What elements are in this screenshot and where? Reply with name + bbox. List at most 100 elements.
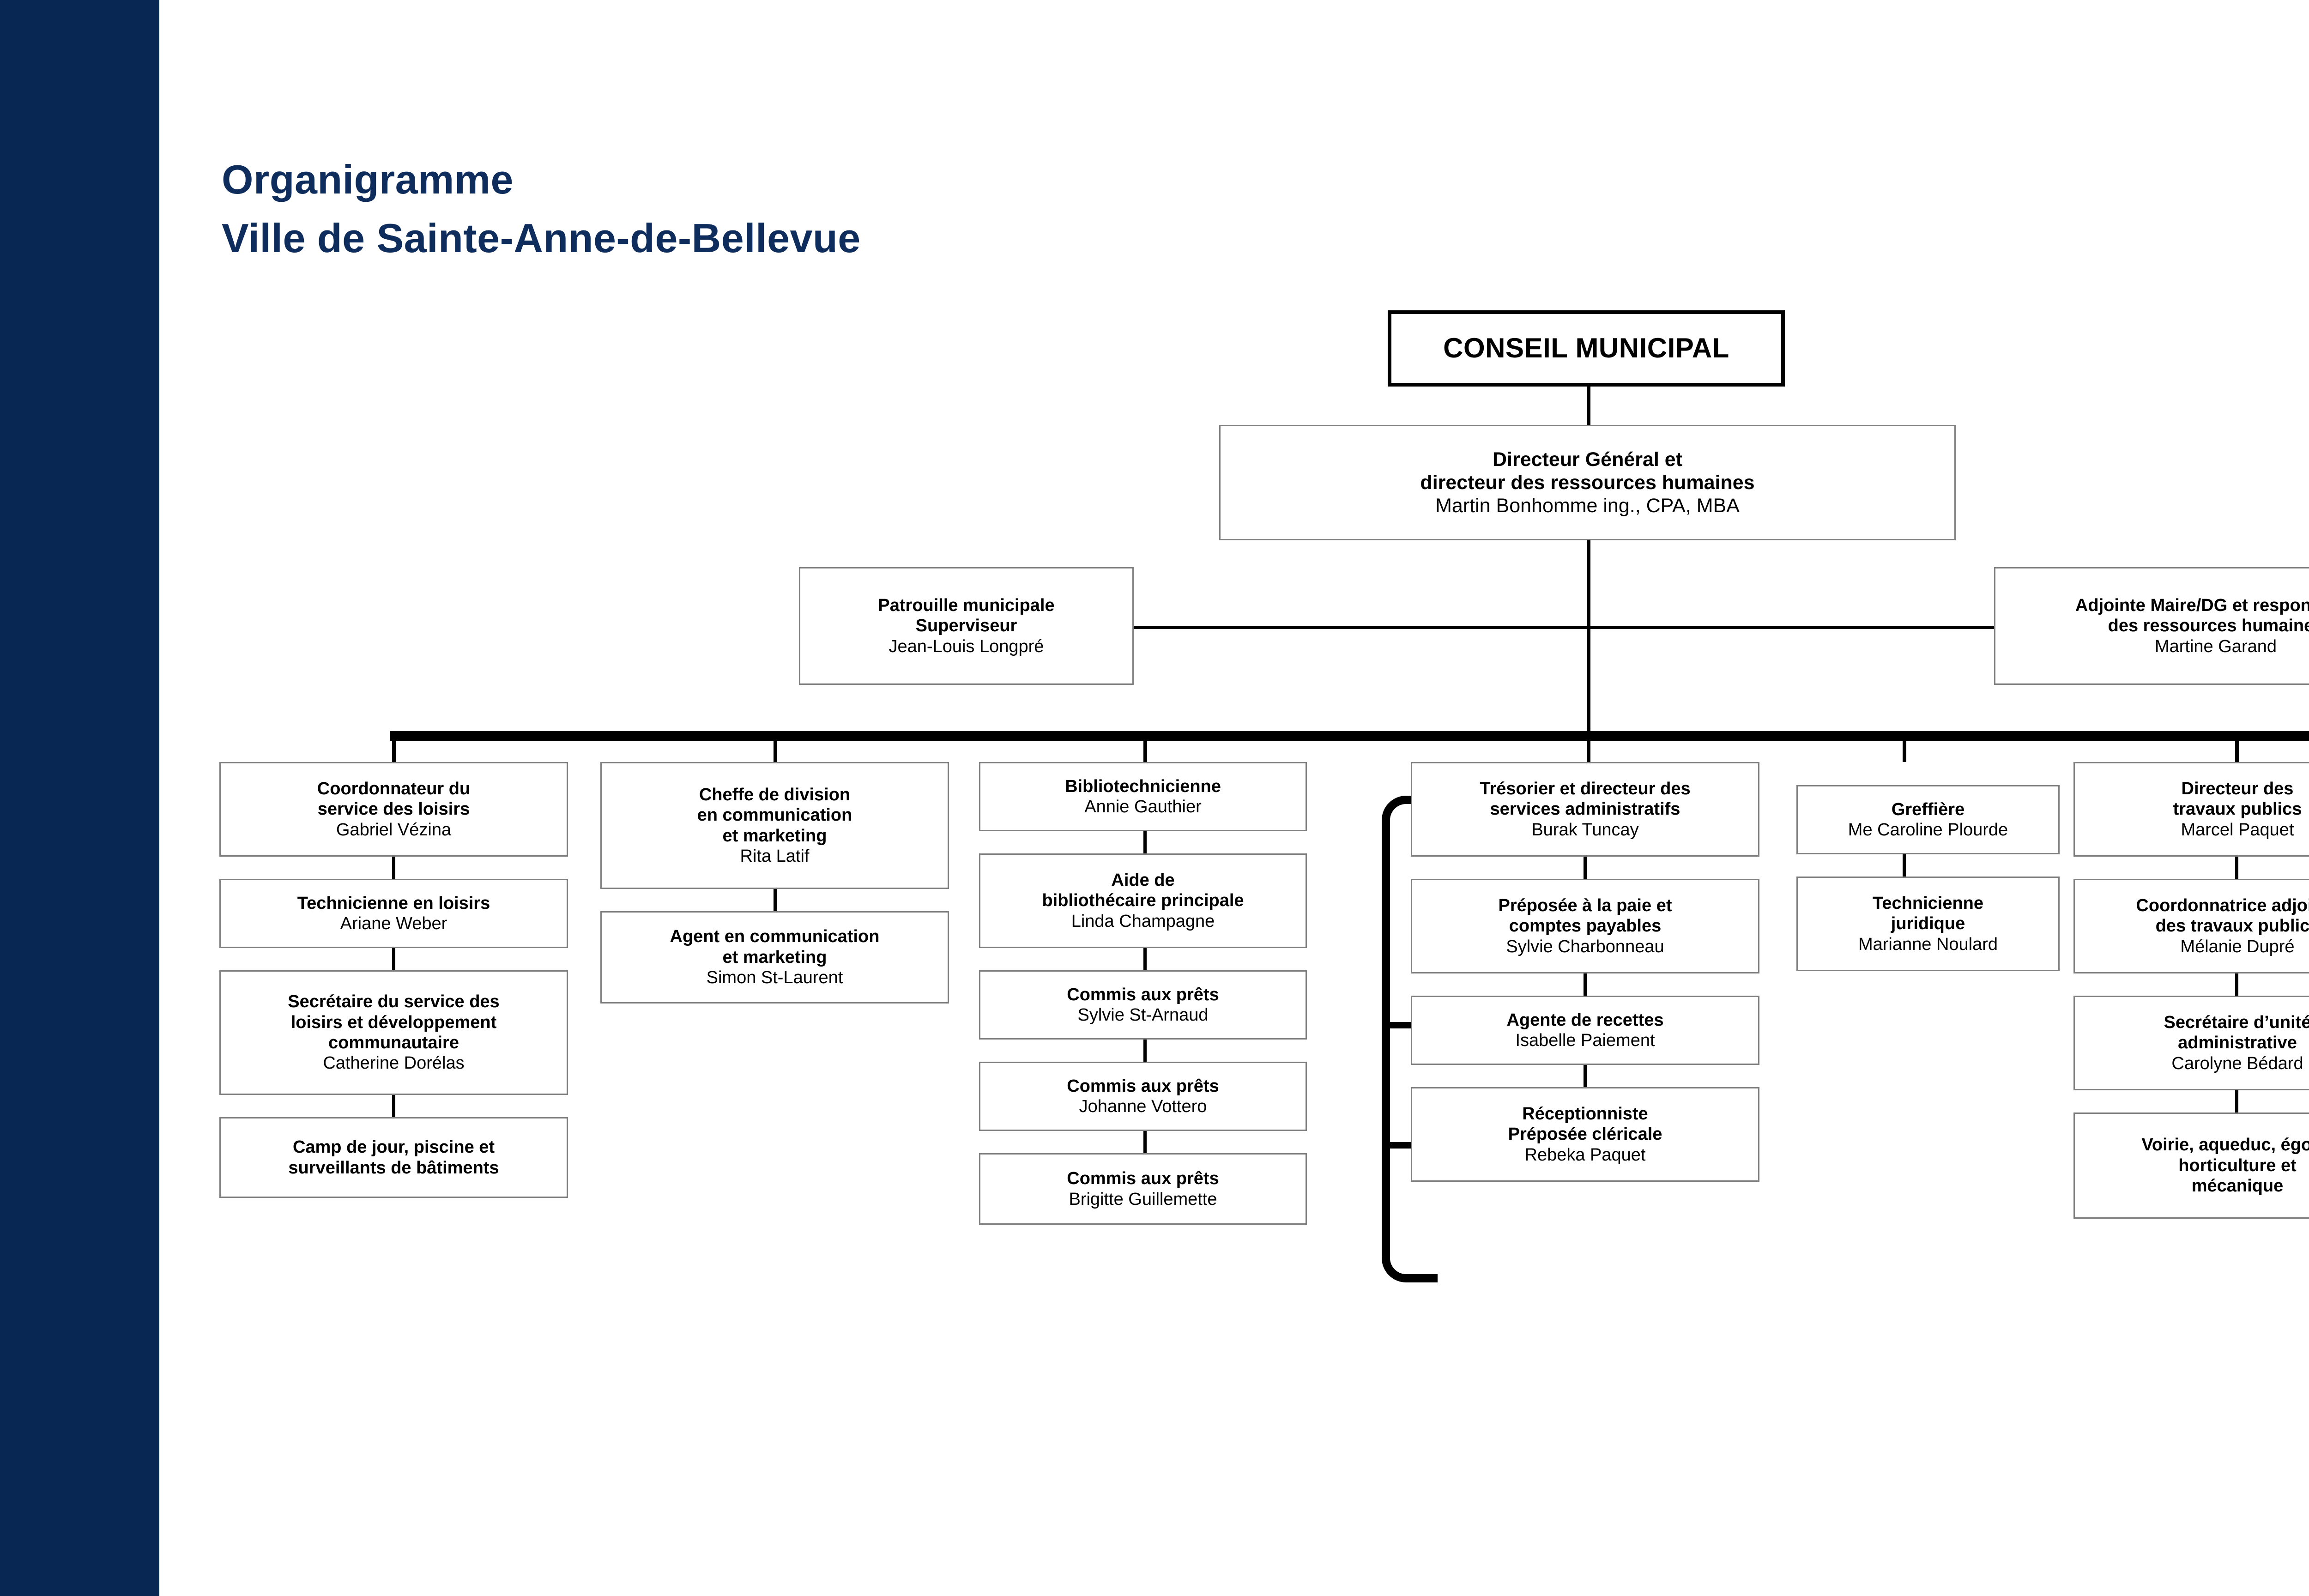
node-coordonnateur-loisirs[interactable]: Coordonnateur du service des loisirs Gab… [219, 762, 568, 857]
node-bibliotechnicienne[interactable]: Bibliotechnicienne Annie Gauthier [979, 762, 1307, 831]
node-title-line1: Agente de recettes [1506, 1010, 1664, 1030]
connector-biblio-3-4 [1143, 1040, 1147, 1062]
node-title-line1: Bibliotechnicienne [1065, 776, 1221, 796]
node-title-line1: Préposée à la paie et [1498, 895, 1672, 915]
node-receptionniste[interactable]: Réceptionniste Préposée cléricale Rebeka… [1411, 1087, 1759, 1182]
node-coordonnatrice-travaux[interactable]: Coordonnatrice adjointe des travaux publ… [2073, 879, 2309, 973]
node-cheffe-division-communication[interactable]: Cheffe de division en communication et m… [600, 762, 949, 889]
node-secretaire-loisirs[interactable]: Secrétaire du service des loisirs et dév… [219, 970, 568, 1095]
node-title-line1: Agent en communication [670, 927, 880, 947]
node-person-name: Rebeka Paquet [1524, 1145, 1646, 1165]
node-title-line2: horticulture et [2178, 1155, 2297, 1175]
connector-biblio-2-3 [1143, 948, 1147, 970]
node-title-line1: Secrétaire d’unité [2164, 1012, 2309, 1032]
node-commis-prets-2[interactable]: Commis aux prêts Johanne Vottero [979, 1062, 1307, 1131]
node-title-line3: et marketing [722, 826, 827, 846]
node-person-name: Marianne Noulard [1858, 934, 1998, 954]
node-person-name: Johanne Vottero [1079, 1097, 1207, 1116]
connector-greffe-1-2 [1903, 854, 1906, 877]
node-title-line1: Greffière [1891, 799, 1965, 819]
node-title-line2: loisirs et développement [290, 1012, 497, 1032]
connector-loisirs-3-4 [392, 1095, 395, 1117]
node-aide-bibliothecaire[interactable]: Aide de bibliothécaire principale Linda … [979, 853, 1307, 948]
node-title-line1: Cheffe de division [699, 785, 851, 804]
node-person-name: Mélanie Dupré [2180, 937, 2295, 956]
node-conseil-municipal[interactable]: CONSEIL MUNICIPAL [1388, 310, 1785, 387]
connector-biblio-4-5 [1143, 1131, 1147, 1153]
node-title-line3: communautaire [328, 1033, 459, 1052]
node-person-name: Brigitte Guillemette [1069, 1189, 1217, 1209]
node-title-line1: Secrétaire du service des [288, 992, 500, 1012]
node-person-name: Ariane Weber [340, 914, 447, 933]
node-preposee-paie[interactable]: Préposée à la paie et comptes payables S… [1411, 879, 1759, 973]
connector-tresorerie-1-2 [1584, 857, 1587, 879]
connector-communication-1-2 [774, 889, 777, 911]
node-title: CONSEIL MUNICIPAL [1443, 332, 1729, 364]
node-technicienne-juridique[interactable]: Technicienne juridique Marianne Noulard [1796, 877, 2060, 971]
node-title-line2: administrative [2178, 1033, 2297, 1053]
node-person-name: Annie Gauthier [1084, 797, 1202, 816]
connector-tresorerie-2-3 [1584, 973, 1587, 996]
connector-biblio-1-2 [1143, 831, 1147, 853]
node-greffiere[interactable]: Greffière Me Caroline Plourde [1796, 785, 2060, 854]
node-person-name: Marcel Paquet [2181, 820, 2294, 840]
node-directeur-general[interactable]: Directeur Général et directeur des resso… [1219, 425, 1956, 540]
node-title-line2: juridique [1891, 914, 1965, 934]
node-person-name: Burak Tuncay [1531, 820, 1639, 840]
node-person-name: Jean-Louis Longpré [889, 636, 1044, 656]
connector-drop-tresorerie [1587, 737, 1590, 762]
connector-travaux-3-4 [2235, 1090, 2238, 1112]
connector-loisirs-2-3 [392, 948, 395, 970]
connector-conseil-to-dg [1587, 384, 1590, 426]
connector-drop-loisirs [392, 737, 396, 762]
node-voirie-aqueduc[interactable]: Voirie, aqueduc, égout, horticulture et … [2073, 1112, 2309, 1219]
connector-drop-bibliotheque [1143, 737, 1147, 762]
node-title-line2: surveillants de bâtiments [288, 1158, 499, 1178]
page-title: Organigramme Ville de Sainte-Anne-de-Bel… [222, 152, 861, 265]
page-title-line1: Organigramme [222, 157, 514, 202]
node-title-line1: Réceptionniste [1522, 1104, 1648, 1124]
node-title-line2: et marketing [722, 947, 827, 967]
node-title-line2: travaux publics [2173, 799, 2302, 819]
connector-dg-to-bus [1587, 540, 1590, 734]
node-title-line2: des ressources humaines [2108, 616, 2309, 636]
node-person-name: Sylvie St-Arnaud [1077, 1005, 1209, 1025]
node-agente-recettes[interactable]: Agente de recettes Isabelle Paiement [1411, 996, 1759, 1065]
node-adjointe-maire-dg[interactable]: Adjointe Maire/DG et responsable des res… [1994, 567, 2309, 685]
node-technicienne-loisirs[interactable]: Technicienne en loisirs Ariane Weber [219, 879, 568, 948]
node-patrouille-municipale[interactable]: Patrouille municipale Superviseur Jean-L… [799, 567, 1134, 685]
node-title-line1: Directeur des [2181, 779, 2294, 798]
node-title-line2: bibliothécaire principale [1042, 891, 1244, 911]
node-title-line1: Patrouille municipale [878, 595, 1055, 615]
node-camp-de-jour[interactable]: Camp de jour, piscine et surveillants de… [219, 1117, 568, 1198]
node-title-line1: Commis aux prêts [1067, 985, 1219, 1004]
node-person-name: Catherine Dorélas [323, 1053, 465, 1073]
node-title-line1: Camp de jour, piscine et [292, 1137, 495, 1157]
node-title-line1: Technicienne en loisirs [297, 893, 490, 913]
connector-drop-communication [774, 737, 777, 762]
connector-travaux-2-3 [2235, 973, 2238, 996]
node-person-name: Martine Garand [2154, 636, 2277, 656]
node-title-line3: mécanique [2191, 1176, 2284, 1196]
node-commis-prets-3[interactable]: Commis aux prêts Brigitte Guillemette [979, 1153, 1307, 1225]
node-title-line1: Commis aux prêts [1067, 1076, 1219, 1096]
node-person-name: Simon St-Laurent [706, 968, 843, 988]
connector-drop-travaux [2235, 737, 2239, 762]
node-tresorier[interactable]: Trésorier et directeur des services admi… [1411, 762, 1759, 857]
node-title-line2: directeur des ressources humaines [1420, 471, 1755, 494]
node-person-name: Carolyne Bédard [2171, 1053, 2303, 1073]
node-title-line1: Aide de [1111, 870, 1175, 890]
node-directeur-travaux-publics[interactable]: Directeur des travaux publics Marcel Paq… [2073, 762, 2309, 857]
node-person-name: Martin Bonhomme ing., CPA, MBA [1435, 495, 1740, 517]
node-secretaire-unite-travaux[interactable]: Secrétaire d’unité administrative Caroly… [2073, 996, 2309, 1090]
node-title-line1: Coordonnatrice adjointe [2136, 895, 2309, 915]
node-commis-prets-1[interactable]: Commis aux prêts Sylvie St-Arnaud [979, 970, 1307, 1040]
page-title-line2: Ville de Sainte-Anne-de-Bellevue [222, 215, 861, 261]
node-agent-communication[interactable]: Agent en communication et marketing Simo… [600, 911, 949, 1004]
node-person-name: Sylvie Charbonneau [1506, 937, 1664, 956]
node-person-name: Linda Champagne [1071, 911, 1215, 931]
node-title-line2: comptes payables [1509, 916, 1662, 936]
connector-staff-line [1132, 626, 2111, 629]
node-title-line2: services administratifs [1490, 799, 1680, 819]
